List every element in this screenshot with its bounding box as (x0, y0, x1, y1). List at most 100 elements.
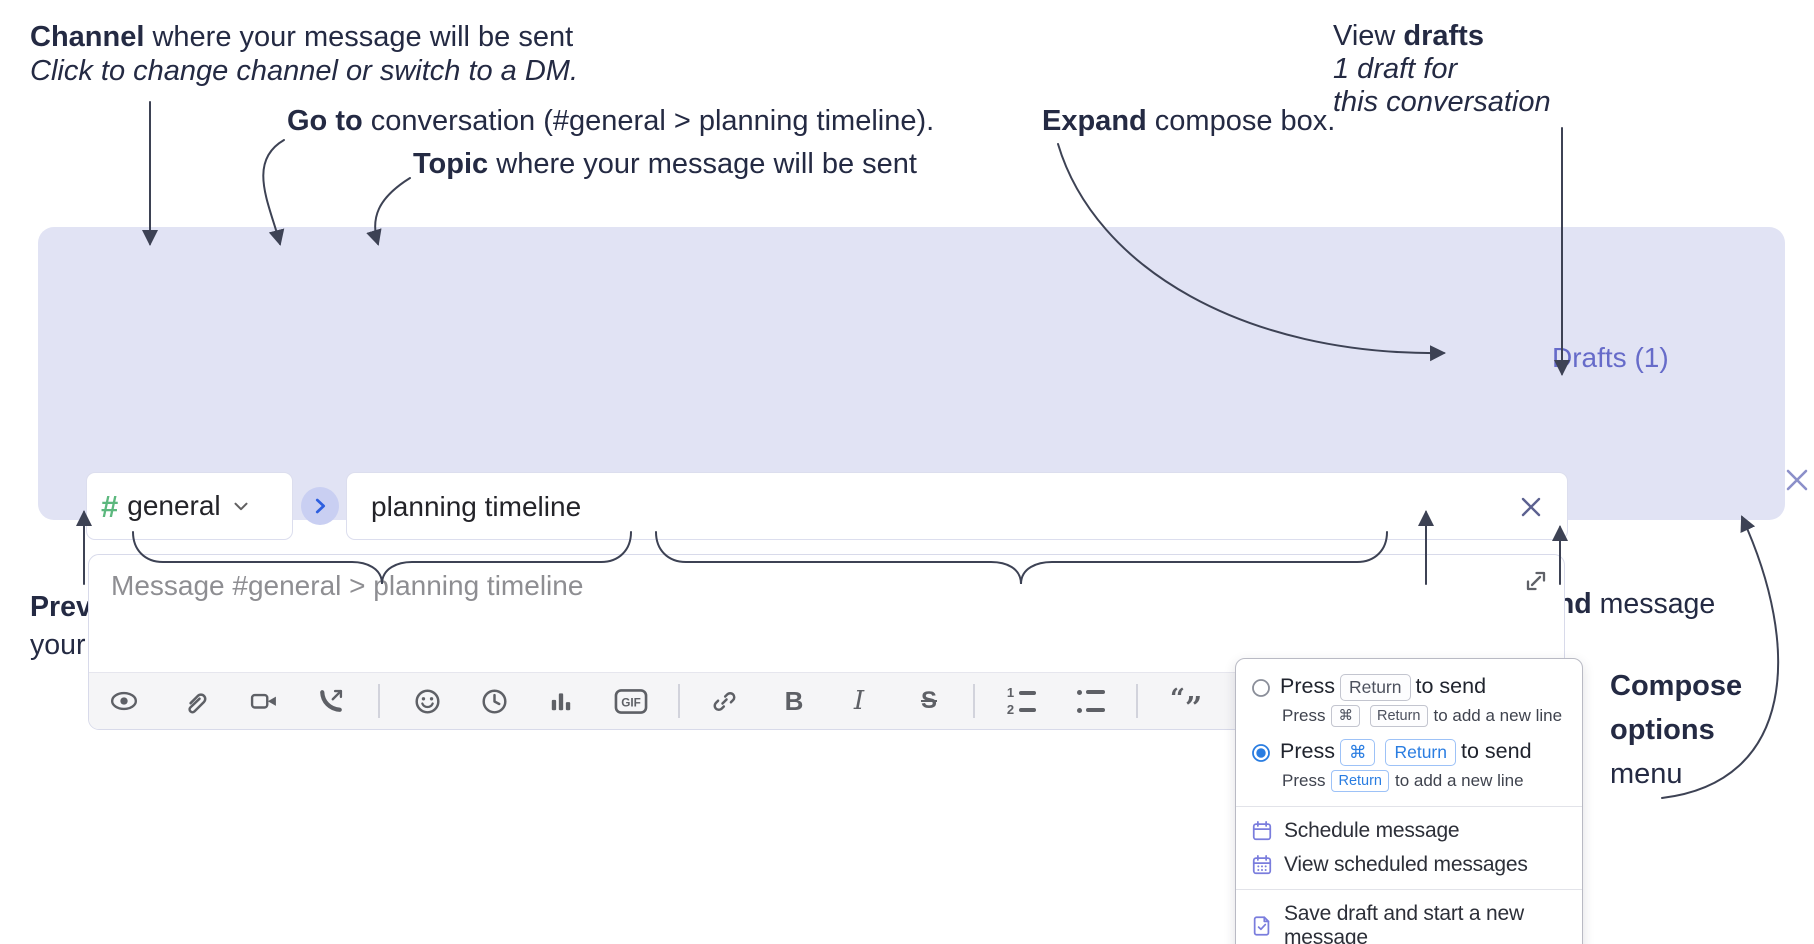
channel-selector-button[interactable]: # general (86, 472, 293, 540)
link-icon (713, 691, 735, 711)
compose-options-line3: menu (1610, 758, 1683, 790)
view-drafts-bold: drafts (1403, 20, 1484, 52)
goto-annotation-bold: Go to (287, 105, 363, 137)
close-icon (1786, 469, 1808, 491)
bulleted-list-button[interactable] (1071, 681, 1111, 721)
expand-annotation-bold: Expand (1042, 105, 1147, 137)
topic-annotation-rest: where your message will be sent (488, 148, 917, 180)
italic-button[interactable]: I (839, 681, 879, 721)
topic-input[interactable] (369, 473, 1503, 541)
expand-annotation: Expand compose box. (1042, 104, 1335, 138)
radio-selected-icon (1252, 743, 1270, 762)
draft-document-icon (1253, 916, 1270, 936)
audio-call-button[interactable] (311, 681, 351, 721)
bulleted-list-icon (1077, 687, 1105, 716)
calendar-grid-icon (1252, 854, 1272, 875)
return-key: Return (1369, 705, 1428, 727)
view-drafts-annotation: View drafts 1 draft for this conversatio… (1333, 20, 1551, 119)
return-key: Return (1385, 739, 1456, 766)
chevron-down-icon (234, 502, 248, 511)
ordered-list-button[interactable]: 1 2 (1001, 681, 1041, 721)
bold-button[interactable]: B (774, 681, 814, 721)
expand-icon (1526, 571, 1546, 591)
attach-file-button[interactable] (174, 681, 214, 721)
expand-compose-button[interactable] (1522, 567, 1550, 595)
clear-topic-button[interactable] (1517, 493, 1545, 521)
calendar-icon (1252, 820, 1272, 841)
video-clip-button[interactable] (244, 681, 284, 721)
message-input[interactable]: Message #general > planning timeline (111, 570, 584, 601)
toolbar-divider (378, 684, 380, 718)
link-button[interactable] (704, 681, 744, 721)
compose-options-bold1: Compose (1610, 670, 1743, 702)
send-label-rest: message (1591, 588, 1716, 620)
menu-item-save-draft[interactable]: Save draft and start a new message (1236, 897, 1582, 944)
compose-options-label: Compose options menu (1610, 664, 1742, 796)
toolbar-divider (1136, 684, 1138, 718)
menu-item-schedule-message[interactable]: Schedule message (1236, 814, 1582, 848)
go-to-conversation-button[interactable] (301, 487, 339, 525)
close-compose-button[interactable] (1782, 465, 1812, 495)
menu-divider (1236, 806, 1582, 807)
channel-annotation-rest: where your message will be sent (144, 21, 574, 53)
channel-annotation-line2: Click to change channel or switch to a D… (30, 55, 579, 87)
cmd-key: ⌘ (1339, 739, 1376, 766)
menu-item-view-scheduled[interactable]: View scheduled messages (1236, 848, 1582, 882)
strikethrough-button[interactable]: S (909, 681, 949, 721)
toolbar-divider (678, 684, 680, 718)
gif-button[interactable]: GIF (611, 681, 651, 721)
topic-annotation-bold: Topic (413, 148, 489, 180)
topic-annotation: Topic where your message will be sent (413, 147, 917, 181)
return-key: Return (1331, 770, 1389, 792)
expand-annotation-rest: compose box. (1146, 105, 1336, 137)
channel-name: general (127, 490, 221, 521)
eye-icon (110, 691, 138, 711)
menu-item-label: Save draft and start a new message (1284, 902, 1524, 944)
clock-icon (481, 688, 507, 714)
blockquote-icon: “ ” (1170, 684, 1203, 726)
chevron-right-icon (315, 498, 326, 514)
close-icon (1521, 497, 1541, 517)
cmd-key: ⌘ (1331, 705, 1360, 727)
strikethrough-icon: S (920, 687, 937, 714)
preview-button[interactable] (104, 681, 144, 721)
menu-divider (1236, 889, 1582, 890)
topic-field (346, 472, 1568, 541)
video-camera-icon (250, 693, 276, 709)
emoji-button[interactable] (407, 681, 447, 721)
italic-icon: I (853, 686, 865, 716)
radio-unselected-icon (1252, 678, 1270, 697)
menu-item-label: View scheduled messages (1284, 853, 1528, 876)
gif-icon: GIF (614, 688, 648, 714)
bold-icon: B (784, 685, 804, 716)
view-drafts-prefix: View (1333, 20, 1404, 52)
phone-call-icon (320, 689, 343, 712)
paperclip-icon (187, 692, 206, 713)
compose-options-bold2: options (1610, 714, 1715, 746)
view-drafts-line2: 1 draft for (1333, 53, 1458, 85)
view-drafts-line3: this conversation (1333, 86, 1551, 118)
poll-button[interactable] (541, 681, 581, 721)
schedule-clock-button[interactable] (474, 681, 514, 721)
channel-annotation-bold: Channel (30, 21, 145, 53)
emoji-smiley-icon (414, 688, 440, 714)
menu-item-label: Schedule message (1284, 819, 1460, 842)
goto-annotation: Go to conversation (#general > planning … (287, 104, 934, 138)
drafts-link[interactable]: Drafts (1) (1552, 342, 1669, 373)
channel-hash-icon: # (101, 488, 119, 524)
gif-label: GIF (621, 696, 641, 709)
channel-annotation: Channel where your message will be sent … (30, 20, 578, 88)
compose-box: # general Message #general > planning ti… (38, 227, 1808, 730)
blockquote-button[interactable]: “ ” (1167, 681, 1207, 726)
bar-chart-icon (551, 693, 571, 711)
toolbar-divider (973, 684, 975, 718)
ordered-list-icon: 1 2 (1007, 685, 1036, 717)
